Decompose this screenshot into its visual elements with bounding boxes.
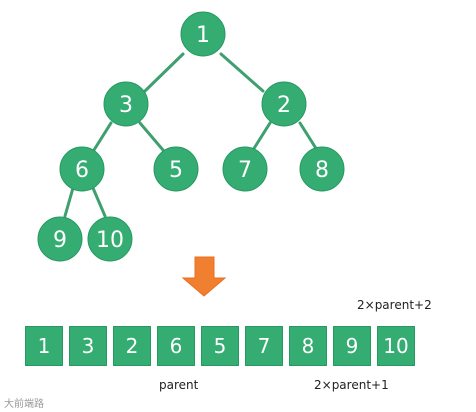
right-bottom-index-note: 2×parent+1 — [314, 378, 389, 392]
edge-root-right — [219, 52, 265, 93]
edge-right-right-left — [251, 121, 272, 152]
tree-node-2-label: 2 — [277, 93, 291, 118]
tree-node-1 — [180, 11, 226, 57]
edge-6-10 — [91, 186, 107, 218]
tree-node-8-label: 8 — [315, 158, 329, 183]
parent-note: parent — [159, 378, 199, 392]
array-cell-3: 6 — [157, 326, 195, 366]
tree-node-10 — [87, 216, 133, 262]
tree-node-3 — [103, 81, 149, 127]
tree-node-9 — [37, 216, 83, 262]
tree-node-2 — [261, 81, 307, 127]
edge-root-left — [143, 52, 185, 93]
array-cell-5: 7 — [245, 326, 283, 366]
tree-node-5 — [153, 146, 199, 192]
edge-right-right-right — [298, 121, 319, 152]
tree-node-5-label: 5 — [169, 158, 183, 183]
tree-node-1-label: 1 — [196, 23, 210, 48]
array-cell-8: 10 — [377, 326, 415, 366]
tree-node-7-label: 7 — [238, 158, 252, 183]
array-cell-0: 1 — [25, 326, 63, 366]
tree-node-7 — [222, 146, 268, 192]
right-top-index-note: 2×parent+2 — [357, 298, 432, 312]
heap-array: 1 3 2 6 5 7 8 9 10 — [25, 326, 420, 368]
tree-node-9-label: 9 — [53, 228, 67, 253]
down-arrow-icon — [181, 256, 227, 297]
tree-node-3-label: 3 — [119, 93, 133, 118]
array-cell-6: 8 — [289, 326, 327, 366]
tree-node-10-label: 10 — [96, 228, 124, 253]
tree-node-8 — [299, 146, 345, 192]
array-cell-7: 9 — [333, 326, 371, 366]
tree-node-6 — [59, 146, 105, 192]
array-cell-1: 3 — [69, 326, 107, 366]
edge-left-left-right — [138, 121, 165, 152]
array-cell-4: 5 — [201, 326, 239, 366]
edge-6-9 — [63, 186, 75, 218]
tree-node-6-label: 6 — [75, 158, 89, 183]
array-cell-2: 2 — [113, 326, 151, 366]
watermark: 大前端路 — [4, 399, 44, 410]
edge-left-left-left — [92, 121, 113, 152]
